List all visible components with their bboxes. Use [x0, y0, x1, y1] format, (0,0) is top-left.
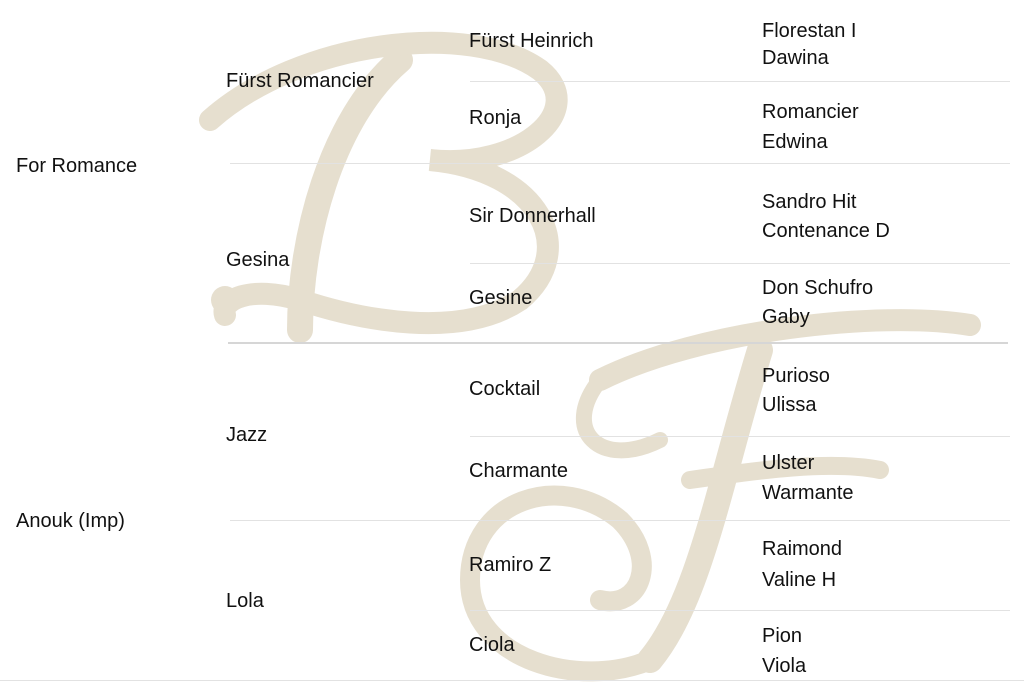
watermark-letter-f-swash — [459, 485, 660, 682]
watermark-letter-f-top — [589, 309, 981, 391]
divider-line — [470, 263, 1010, 264]
gen4-horse: Florestan I — [762, 20, 857, 42]
gen3-horse: Sir Donnerhall — [469, 205, 596, 227]
dam-dam: Lola — [226, 590, 264, 612]
divider-line — [470, 610, 1010, 611]
gen4-horse: Raimond — [762, 538, 843, 560]
gen3-horse: Cocktail — [469, 378, 541, 400]
gen4-horse: Sandro Hit — [762, 191, 857, 213]
gen4-horse: Contenance D — [762, 220, 890, 242]
watermark-letter-b-dot — [211, 286, 239, 314]
gen4-horse: Viola — [762, 655, 807, 677]
gen3-horse: Fürst Heinrich — [469, 30, 594, 52]
gen4-horse: Ulissa — [762, 394, 817, 416]
watermark-letter-b-stem — [287, 47, 413, 343]
dam-sire: Jazz — [226, 424, 268, 446]
gen4-horse: Romancier — [762, 101, 859, 123]
sire: For Romance — [16, 155, 138, 177]
watermark-letter-f-stem — [637, 337, 773, 673]
divider-line — [230, 520, 1010, 521]
gen3-horse: Gesine — [469, 287, 533, 309]
gen4-horse: Pion — [762, 625, 803, 647]
gen4-horse: Purioso — [762, 365, 830, 387]
gen4-horse: Warmante — [762, 482, 854, 504]
gen3-horse: Charmante — [469, 460, 568, 482]
divider-line — [0, 680, 1024, 681]
divider-line — [228, 342, 1008, 344]
gen4-horse: Valine H — [762, 569, 837, 591]
gen4-horse: Gaby — [762, 306, 810, 328]
divider-line — [470, 436, 1010, 437]
gen4-horse: Ulster — [762, 452, 815, 474]
gen4-horse: Don Schufro — [762, 277, 874, 299]
watermark-letter-f-loop — [575, 372, 668, 459]
gen4-horse: Edwina — [762, 131, 828, 153]
watermark-letter-f-bar — [681, 456, 889, 489]
gen3-horse: Ciola — [469, 634, 515, 656]
sire-dam: Gesina — [226, 249, 290, 271]
gen4-horse: Dawina — [762, 47, 829, 69]
dam: Anouk (Imp) — [16, 510, 125, 532]
gen3-horse: Ramiro Z — [469, 554, 552, 576]
gen3-horse: Ronja — [469, 107, 522, 129]
sire-sire: Fürst Romancier — [226, 70, 374, 92]
divider-line — [230, 163, 1010, 164]
watermark-letter-b-swash — [199, 31, 568, 335]
divider-line — [470, 81, 1010, 82]
